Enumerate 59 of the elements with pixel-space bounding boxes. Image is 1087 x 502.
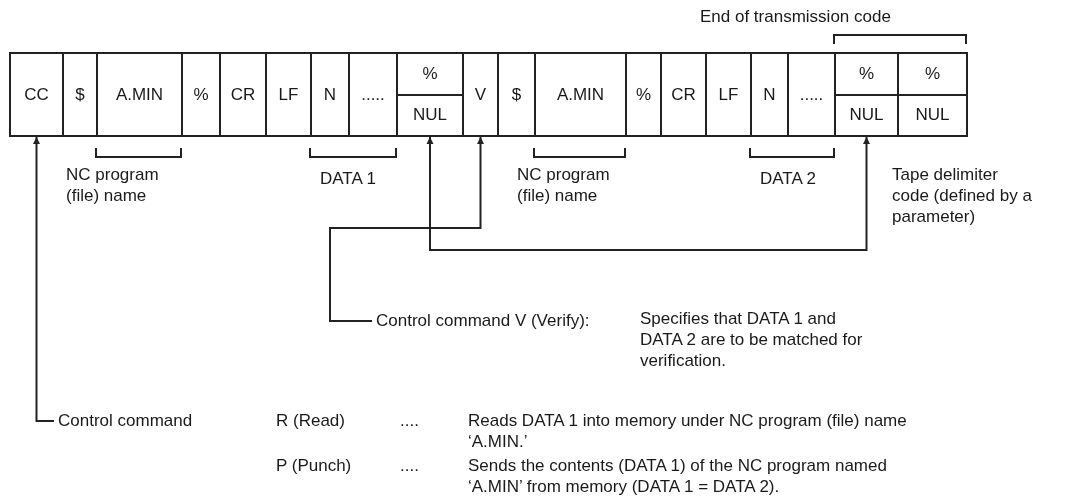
annotation-text: DATA 1 — [320, 168, 377, 189]
cell-text: LF — [718, 84, 739, 105]
cell-text: % — [635, 84, 652, 105]
code-cell — [265, 52, 312, 137]
annotation-text: DATA 2 — [760, 168, 817, 189]
leader-arrow — [33, 136, 55, 422]
cell-text: NUL — [915, 105, 950, 126]
annotation-text: R (Read) — [276, 410, 345, 431]
code-cell — [834, 52, 899, 137]
code-cell — [787, 52, 836, 137]
cell-text: N — [763, 84, 776, 105]
annotation-text: NC program (file) name — [517, 164, 611, 206]
cell-text: N — [323, 84, 337, 105]
code-cell — [348, 52, 398, 137]
cell-text: $ — [511, 84, 522, 105]
cell-text: A.MIN — [115, 84, 164, 105]
code-cell — [750, 52, 789, 137]
code-cell — [625, 52, 662, 137]
cell-text: $ — [75, 84, 85, 105]
code-cell — [96, 52, 183, 137]
code-cell — [705, 52, 752, 137]
annotation-text: Tape delimiter code (defined by a parameter) — [892, 164, 1032, 227]
annotation-text: Sends the contents (DATA 1) of the NC program named ‘A.MIN’ from memory (DATA 1 = DATA 2). — [468, 455, 888, 497]
annotation-text: Specifies that DATA 1 and DATA 2 are to be matched for verification. — [640, 308, 864, 371]
cell-text: % — [924, 63, 941, 84]
annotation-text: Reads DATA 1 into memory under NC program (file) name ‘A.MIN.’ — [468, 410, 908, 452]
leader-arrow — [329, 136, 484, 322]
callout-text: Control command V (Verify): — [376, 310, 590, 332]
cell-text: CR — [230, 84, 256, 105]
cell-text: NUL — [849, 105, 884, 126]
cell-text: V — [474, 84, 487, 105]
code-cell — [660, 52, 707, 137]
cell-text: % — [193, 84, 209, 105]
code-cell — [897, 52, 968, 137]
code-cell — [310, 52, 350, 137]
code-cell — [497, 52, 536, 137]
callout-text: Control command — [58, 410, 193, 432]
annotation-text: .... — [400, 410, 419, 431]
annotation-text: .... — [400, 455, 419, 476]
cell-text: LF — [278, 84, 299, 105]
annotation-text: End of transmission code — [700, 6, 891, 27]
code-cell — [462, 52, 499, 137]
cell-text: ..... — [799, 84, 824, 105]
cell-text: ..... — [361, 84, 385, 105]
leader-arrow — [426, 136, 870, 251]
annotation-text: NC program (file) name — [66, 164, 160, 206]
cell-text: NUL — [413, 105, 447, 126]
cell-text: % — [422, 63, 438, 84]
cell-text: A.MIN — [556, 84, 605, 105]
cell-text: CC — [24, 84, 49, 105]
code-cell — [219, 52, 267, 137]
cell-text: CR — [671, 84, 696, 105]
annotation-text: P (Punch) — [276, 455, 352, 476]
code-cell — [181, 52, 221, 137]
code-cell — [534, 52, 627, 137]
code-cell — [62, 52, 98, 137]
cell-text: % — [858, 63, 875, 84]
code-cell — [396, 52, 464, 137]
code-cell — [9, 52, 64, 137]
